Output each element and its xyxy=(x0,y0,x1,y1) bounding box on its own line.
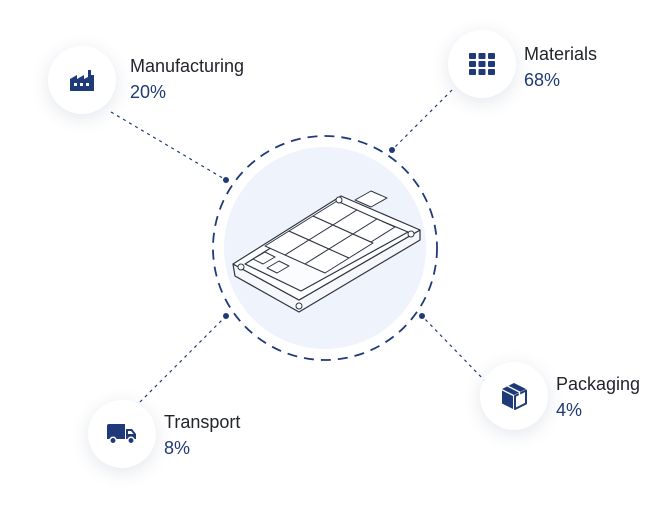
connector-dot-packaging xyxy=(419,313,425,319)
materials-label: Materials xyxy=(524,44,598,64)
connector-materials xyxy=(391,89,453,151)
packaging-label: Packaging xyxy=(556,374,641,394)
manufacturing-label: Manufacturing xyxy=(130,56,245,76)
manufacturing-value: 20% xyxy=(130,82,167,102)
materials-value: 68% xyxy=(524,70,561,90)
package-icon xyxy=(502,383,527,410)
battery-hub xyxy=(205,128,445,368)
grid-icon xyxy=(469,53,495,75)
transport-value: 8% xyxy=(164,438,191,458)
connector-packaging xyxy=(421,315,487,383)
battery-pack-icon xyxy=(212,135,438,361)
factory-icon xyxy=(70,70,94,91)
truck-icon xyxy=(107,424,136,445)
connector-dot-transport xyxy=(223,313,229,319)
connector-dot-materials xyxy=(389,147,395,153)
connector-dot-manufacturing xyxy=(223,177,229,183)
transport-node-circle xyxy=(88,400,156,468)
transport-label: Transport xyxy=(164,412,241,432)
materials-node-circle xyxy=(448,30,516,98)
packaging-node-circle xyxy=(480,362,548,430)
connector-manufacturing xyxy=(110,111,227,181)
packaging-value: 4% xyxy=(556,400,583,420)
manufacturing-node-circle xyxy=(48,46,116,114)
